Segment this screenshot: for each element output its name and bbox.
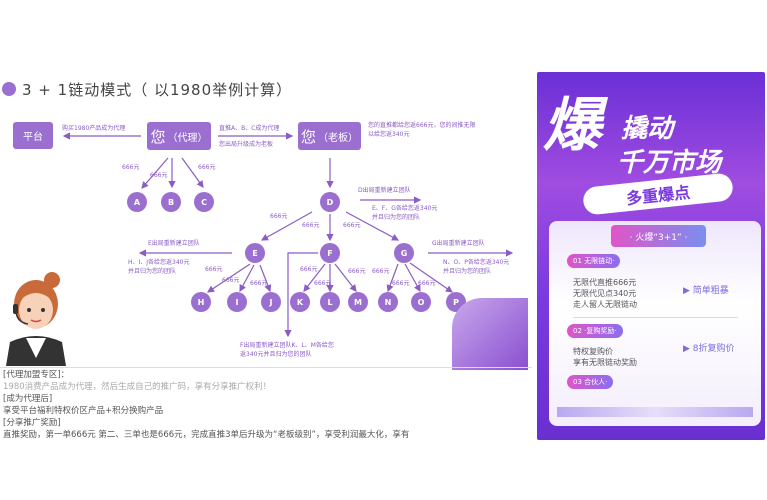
you-agent-box: 您（代理）	[147, 122, 211, 150]
section3-tag-label: 合伙人·	[584, 378, 608, 386]
amount-label: 666元	[150, 172, 168, 179]
amount-label: 666元	[348, 268, 366, 275]
page-title: 3 + 1链动模式（ 以1980举例计算）	[22, 81, 293, 99]
upgrade-label: 您出局升级成为老板	[219, 141, 274, 148]
d-note-1: E、F、G各给您返340元	[372, 205, 438, 212]
title-bullet-icon	[2, 82, 16, 96]
node-c: C	[194, 192, 214, 212]
section2-right: ▶ 8折复购价	[683, 344, 735, 354]
divider	[573, 317, 738, 318]
promo-big-char: 爆	[543, 91, 602, 159]
reward-text: 直推奖励，第一单666元 第二、三单也是666元，完成直推3单后升级为“老板级别…	[3, 430, 410, 440]
node-h: H	[191, 292, 211, 312]
section1-text: 无限代直推666元无限代见点340元走人留人无限链动	[573, 277, 637, 310]
g-out-label: G出局重新建立团队	[432, 240, 485, 247]
customer-service-avatar	[6, 272, 66, 366]
agent-zone-text: 1980消费产品成为代理，然后生成自己的推广码，享有分享推广权利！	[3, 382, 272, 392]
amount-label: 666元	[392, 280, 410, 287]
amount-label: 666元	[343, 222, 361, 229]
section1-tag-label: 无限链动·	[584, 257, 615, 265]
node-a: A	[127, 192, 147, 212]
divider	[0, 367, 532, 368]
d-out-label: D出局重新建立团队	[358, 187, 411, 194]
section2-num: 02	[573, 327, 582, 335]
g-note-2: 并且归为您的团队	[443, 268, 492, 275]
tree-connectors	[62, 132, 514, 338]
decorative-blob	[452, 298, 528, 370]
amount-label: 666元	[302, 222, 320, 229]
d-note-2: 并且归为您的团队	[372, 214, 421, 221]
node-i: I	[227, 292, 247, 312]
boss-note-2: 以给您返340元	[368, 131, 410, 138]
s1-line: 无限代见点340元	[573, 289, 637, 298]
node-m: M	[348, 292, 368, 312]
e-note-2: 并且归为您的团队	[128, 268, 177, 275]
amount-label: 666元	[205, 266, 223, 273]
amount-label: 666元	[198, 164, 216, 171]
amount-label: 666元	[222, 277, 240, 284]
amount-label: 666元	[418, 280, 436, 287]
s1-right-label: 简单粗暴	[692, 286, 729, 296]
node-l: L	[320, 292, 340, 312]
node-e: E	[245, 243, 265, 263]
boss-label: （老板）	[318, 132, 358, 144]
e-out-label: E出局重新建立团队	[148, 240, 200, 247]
promo-poster: 爆 撬动 千万市场 多重爆点 · 火爆“3+1” · 01 无限链动· 无限代直…	[537, 72, 765, 440]
node-j: J	[261, 292, 281, 312]
reward-heading: [分享推广奖励]	[3, 418, 61, 428]
amount-label: 666元	[270, 213, 288, 220]
f-note-1: F出局重新建立团队K、L、M各给您	[240, 342, 334, 349]
f-note-2: 返340元并且归为您的团队	[240, 351, 312, 358]
promo-footer-bar	[557, 407, 753, 417]
promo-line2: 千万市场	[617, 148, 722, 178]
node-g: G	[394, 243, 414, 263]
s2-line: 特权复购价	[573, 347, 613, 356]
section2-tag-label: ·复购奖励·	[584, 327, 617, 335]
amount-label: 666元	[250, 280, 268, 287]
node-b: B	[161, 192, 181, 212]
g-note-1: N、O、P各给您返340元	[443, 259, 510, 266]
s1-line: 走人留人无限链动	[573, 300, 637, 309]
s2-right-label: 8折复购价	[692, 344, 735, 354]
node-k: K	[290, 292, 310, 312]
section2-text: 特权复购价享有无限链动奖励	[573, 346, 637, 368]
s2-line: 享有无限链动奖励	[573, 358, 637, 367]
promo-card: · 火爆“3+1” · 01 无限链动· 无限代直推666元无限代见点340元走…	[549, 221, 761, 426]
platform-label: 平台	[23, 132, 43, 143]
amount-label: 666元	[372, 268, 390, 275]
section3-num: 03	[573, 378, 582, 386]
amount-label: 666元	[314, 280, 332, 287]
you-boss-box: 您（老板）	[298, 122, 361, 150]
section3-tag: 03 合伙人·	[567, 375, 614, 389]
promo-header: · 火爆“3+1” ·	[611, 225, 706, 247]
s1-line: 无限代直推666元	[573, 278, 637, 287]
you-label: 您	[300, 127, 316, 146]
section1-num: 01	[573, 257, 582, 265]
buy-label: 购买1980产品成为代理	[62, 125, 126, 132]
after-agent-heading: [成为代理后]	[3, 394, 53, 404]
ribbon-label: 多重爆点	[625, 182, 691, 209]
amount-label: 666元	[122, 164, 140, 171]
amount-label: 666元	[300, 266, 318, 273]
boss-note-1: 您的直推都给您返666元，您的间推无限	[368, 122, 476, 129]
section2-tag: 02 ·复购奖励·	[567, 324, 623, 338]
after-agent-text: 享受平台福利特权价区产品+积分换购产品	[3, 406, 164, 416]
section1-right: ▶ 简单粗暴	[683, 286, 729, 296]
node-n: N	[378, 292, 398, 312]
section1-tag: 01 无限链动·	[567, 254, 621, 268]
node-o: O	[411, 292, 431, 312]
platform-box: 平台	[13, 122, 53, 149]
direct-label: 直推A、B、C成为代理	[219, 125, 280, 132]
promo-line1: 撬动	[621, 114, 674, 144]
agent-zone-heading: [代理加盟专区]：	[3, 370, 70, 380]
you-label: 您	[150, 127, 166, 146]
node-f: F	[320, 243, 340, 263]
node-d: D	[320, 192, 340, 212]
e-note-1: H、I、J各给您返340元	[128, 259, 190, 266]
agent-label: （代理）	[167, 132, 208, 144]
